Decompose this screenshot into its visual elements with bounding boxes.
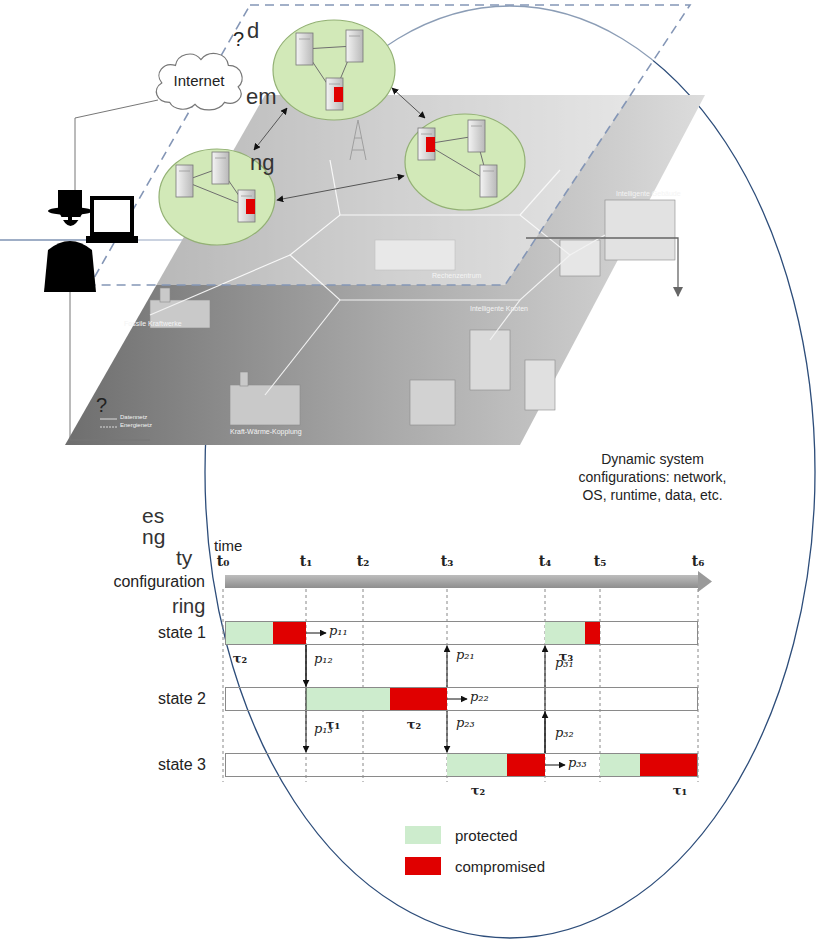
- self-transition: [306, 633, 565, 765]
- time-tick: t₀: [217, 553, 230, 569]
- transition-arrow: [545, 712, 546, 753]
- row-label: state 3: [158, 756, 206, 774]
- transition-arrow: [447, 711, 448, 752]
- transition-probability: p₃₃: [568, 756, 587, 771]
- slide-text-fragment: ng: [142, 525, 165, 549]
- row-label: state 2: [158, 690, 206, 708]
- virtual-layer: [90, 5, 690, 285]
- legend-swatch: [405, 826, 441, 844]
- state-row: state 3: [225, 753, 698, 777]
- slide-text-fragment: ng: [250, 150, 274, 175]
- attack-label: τ₁: [326, 718, 340, 733]
- annotation: Dynamic system configurations: network, …: [565, 450, 740, 505]
- cloud-label: Internet: [174, 72, 225, 89]
- transition-probability: p₂₁: [456, 648, 475, 663]
- time-arrowhead: [698, 571, 714, 592]
- pointer-arrow: [526, 238, 678, 296]
- map-label: Rechenzentrum: [432, 272, 481, 280]
- transition-probability: p₁₂: [314, 652, 333, 667]
- state-row: state 2: [225, 687, 698, 711]
- legend-item: compromised: [405, 857, 545, 875]
- transition-arrow: [306, 645, 307, 752]
- legend-text: compromised: [455, 858, 545, 875]
- question-mark: ?: [233, 28, 244, 51]
- legend-text: protected: [455, 827, 518, 844]
- slide-text-fragment: ring: [172, 595, 205, 618]
- slide-text-fragment: es: [142, 504, 164, 528]
- attack-label: τ₂: [471, 784, 485, 799]
- map-label: Datennetz: [120, 414, 147, 421]
- configuration-bar: configuration: [225, 575, 698, 588]
- attack-label: τ₂: [407, 718, 421, 733]
- map-label: Kraft-Wärme-Kopplung: [230, 428, 302, 436]
- time-tick: t₆: [692, 553, 705, 569]
- attack-label: τ₂: [233, 652, 247, 667]
- transition-probability: p₂₃: [456, 716, 475, 731]
- transition-arrow: [306, 645, 307, 686]
- transition-probability: p₂₂: [470, 690, 489, 705]
- axis-label: time: [214, 537, 242, 554]
- internet-cloud: Internet: [150, 46, 248, 114]
- transition-arrow: [447, 646, 448, 687]
- legend-item: protected: [405, 826, 518, 844]
- time-tick: t₂: [357, 553, 370, 569]
- attack-label: τ₃: [559, 650, 573, 665]
- attacker-icon: [44, 100, 158, 440]
- state-row: state 1: [225, 621, 698, 645]
- legend-swatch: [405, 857, 441, 875]
- time-tick: t₅: [594, 553, 607, 569]
- map-label: Energienetz: [120, 422, 152, 429]
- state-segments: [225, 621, 698, 777]
- cluster-link: [254, 88, 425, 200]
- time-tick: t₃: [441, 553, 454, 569]
- question-mark: ?: [96, 394, 107, 417]
- slide-text-fragment: em: [246, 84, 277, 109]
- transition-probability: p₁₁: [329, 624, 348, 639]
- row-label: configuration: [113, 573, 205, 591]
- map-label: Intelligente Knoten: [470, 305, 528, 313]
- time-tick: t₄: [539, 553, 552, 569]
- row-label: state 1: [158, 624, 206, 642]
- transition-probability: p₃₂: [555, 726, 574, 741]
- map-label: Fossile Kraftwerke: [124, 320, 182, 328]
- transition-arrow: [545, 646, 546, 753]
- map-label: Intelligente Gebäude: [616, 190, 681, 198]
- slide-text-fragment: d: [247, 18, 259, 43]
- time-gridline: [223, 589, 698, 782]
- time-tick: t₁: [300, 553, 313, 569]
- slide-text-fragment: ty: [176, 546, 192, 570]
- attack-label: τ₁: [673, 784, 687, 799]
